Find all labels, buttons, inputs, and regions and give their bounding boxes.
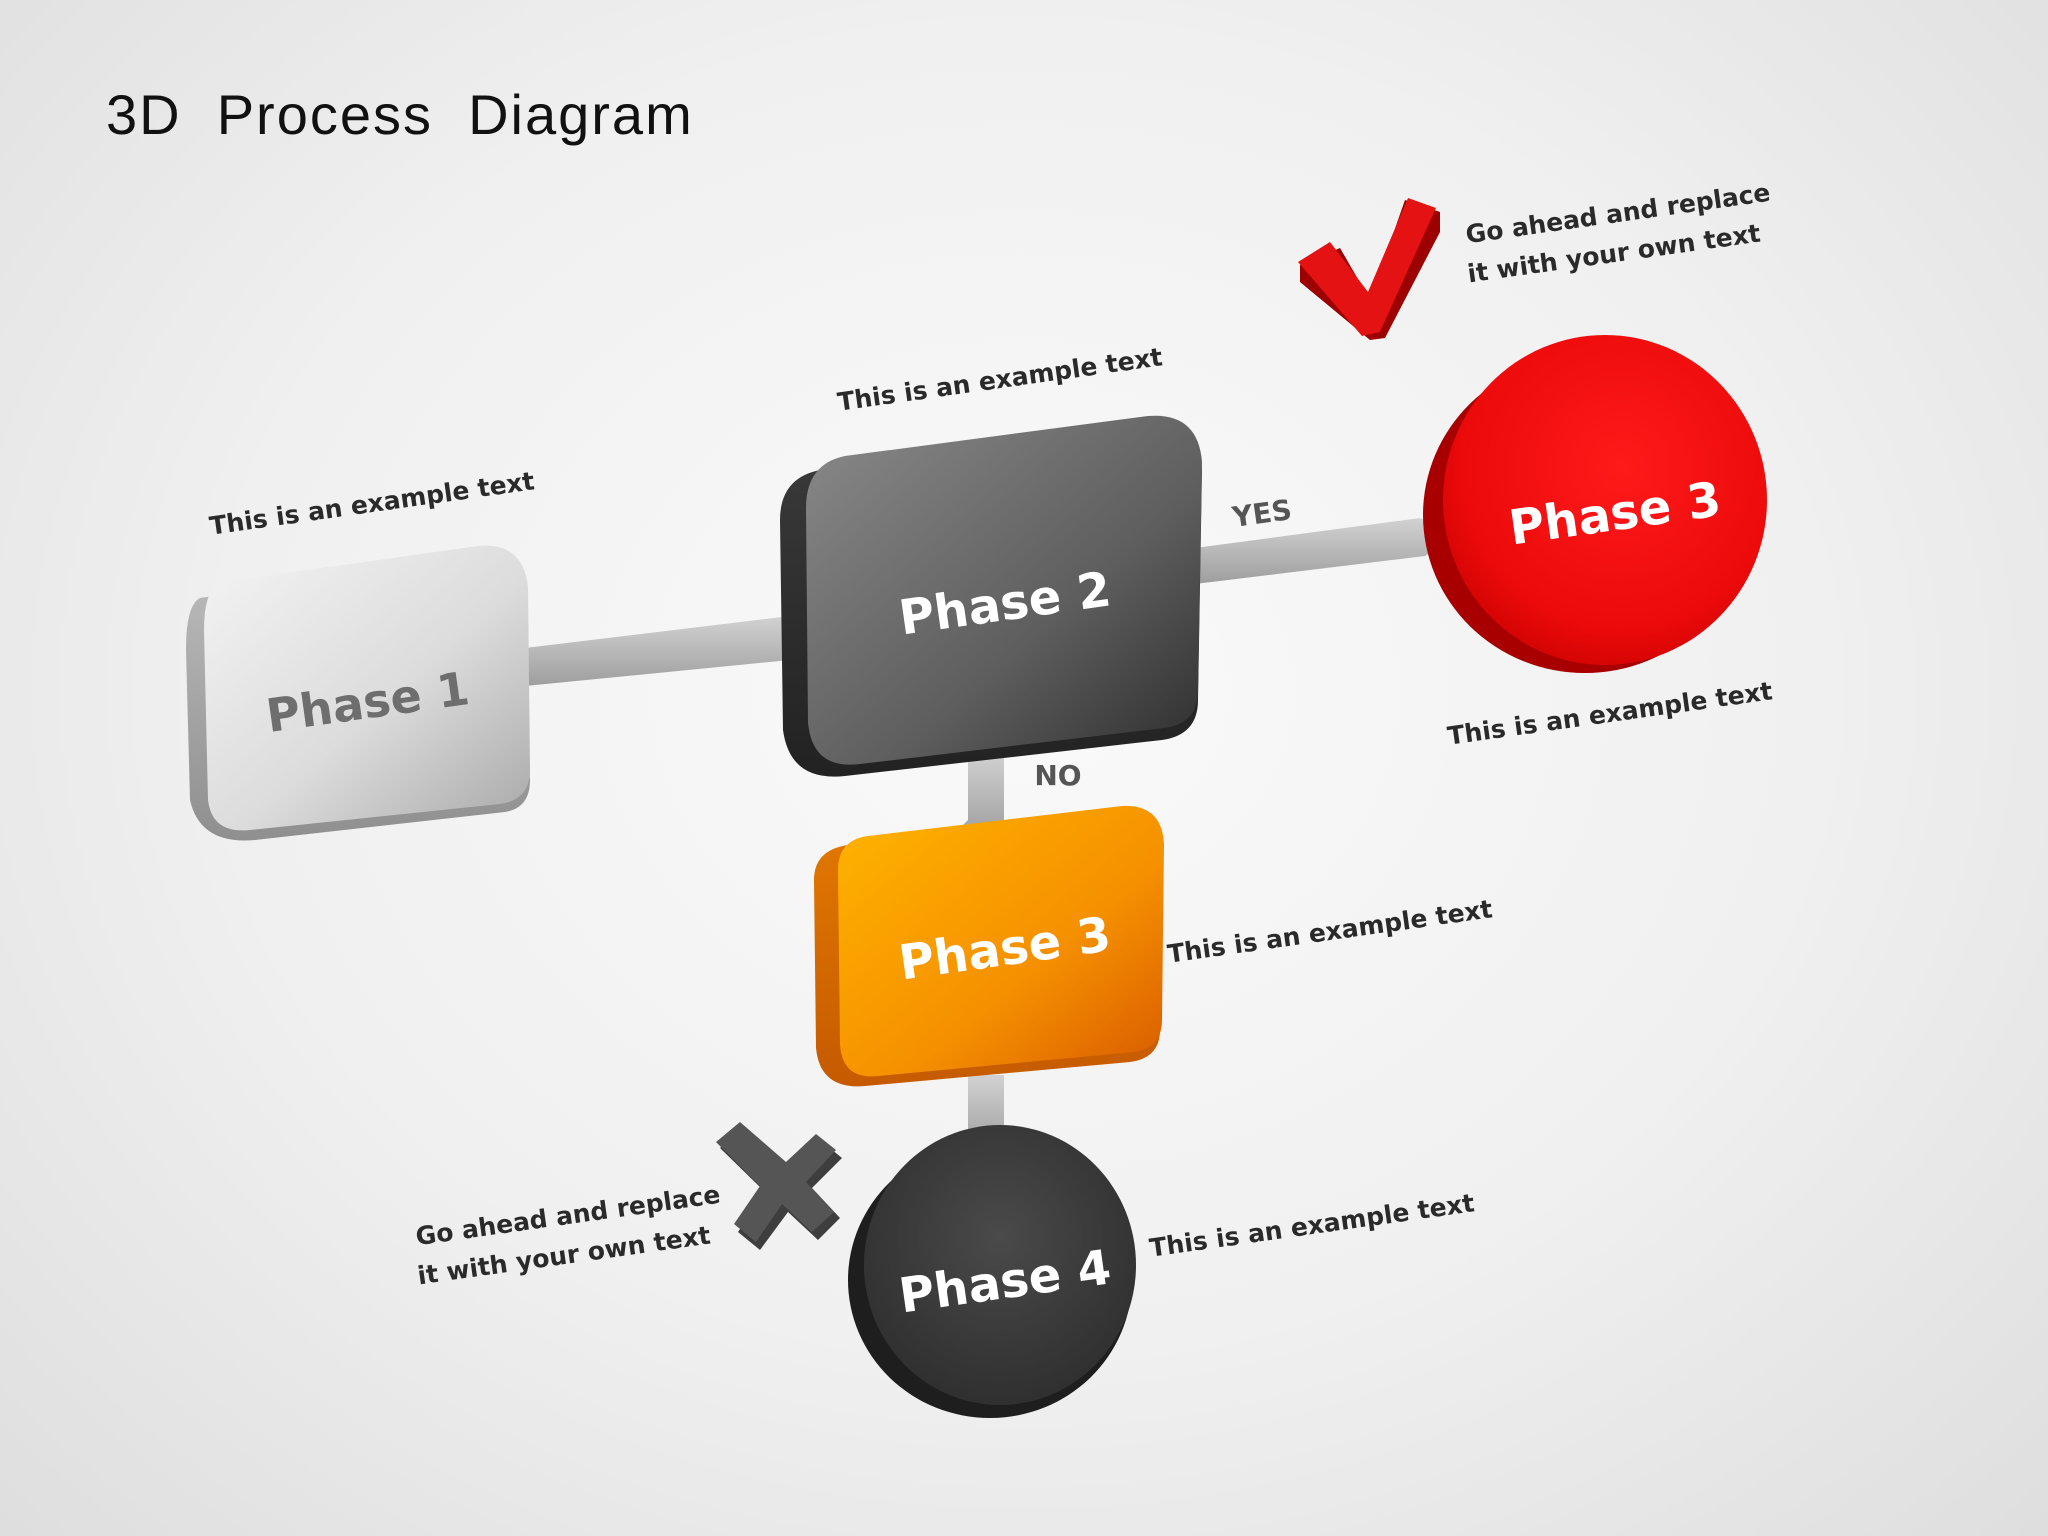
cross-icon — [716, 1122, 842, 1250]
phase4-circle: Phase 4 — [848, 1125, 1136, 1418]
phase4-caption: This is an example text — [1148, 1188, 1477, 1262]
phase3-yes-circle: Phase 3 — [1423, 335, 1767, 673]
checkmark-icon — [1298, 198, 1440, 340]
phase3-yes-caption: This is an example text — [1446, 676, 1775, 750]
page-title: 3D Process Diagram — [106, 83, 694, 146]
connector-phase2-phase3-no — [960, 752, 1012, 838]
branch-no-label: NO — [1034, 759, 1081, 792]
connector-phase2-phase3-yes — [1195, 518, 1460, 584]
connector-phase1-phase2 — [525, 616, 812, 686]
phase1-caption: This is an example text — [208, 466, 537, 540]
phase3-no-caption: This is an example text — [1166, 894, 1495, 968]
phase3-no-box: Phase 3 — [814, 805, 1164, 1087]
branch-yes-label: YES — [1229, 493, 1294, 534]
phase2-box: Phase 2 — [780, 415, 1202, 777]
phase1-box: Phase 1 — [186, 545, 530, 841]
phase2-caption: This is an example text — [836, 342, 1165, 416]
